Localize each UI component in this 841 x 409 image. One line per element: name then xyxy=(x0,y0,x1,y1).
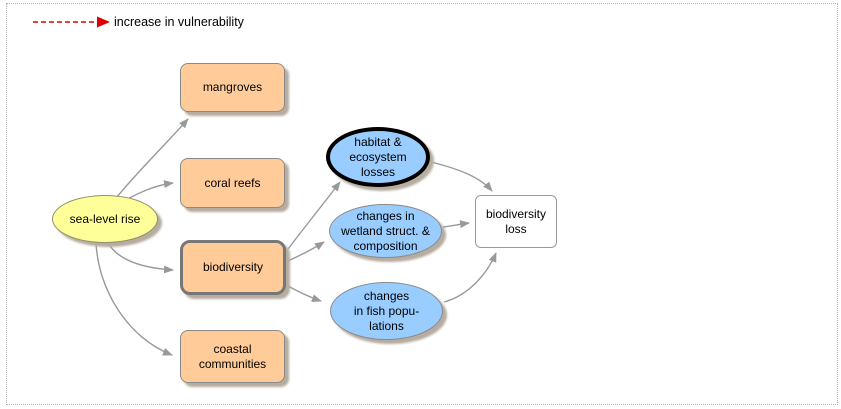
edge-changes-fish-to-biodiversity-loss xyxy=(443,252,497,303)
edge-sea-level-rise-to-coastal-communities xyxy=(95,241,173,356)
edge-changes-wetland-to-biodiversity-loss xyxy=(442,220,470,229)
node-changes-wetland: changes in wetland struct. & composition xyxy=(329,204,442,258)
dotted-frame xyxy=(6,3,838,405)
node-changes-fish: changes in fish popu- lations xyxy=(330,282,443,340)
node-coastal-communities: coastal communities xyxy=(180,330,285,383)
node-habitat-ecosystem-losses: habitat & ecosystem losses xyxy=(326,127,430,187)
edge-biodiversity-to-changes-fish xyxy=(287,285,322,302)
legend-label: increase in vulnerability xyxy=(114,15,244,29)
edge-sea-level-rise-to-mangroves xyxy=(116,118,189,198)
edge-sea-level-rise-to-biodiversity xyxy=(107,242,174,274)
legend-arrowhead-icon xyxy=(97,16,110,28)
edge-biodiversity-to-habitat-ecosystem-losses xyxy=(287,181,341,250)
edge-biodiversity-to-changes-wetland xyxy=(287,241,325,262)
edge-habitat-ecosystem-losses-to-biodiversity-loss xyxy=(430,161,493,192)
node-coral-reefs: coral reefs xyxy=(180,158,285,208)
node-mangroves: mangroves xyxy=(180,63,285,112)
node-biodiversity: biodiversity xyxy=(180,240,286,295)
node-biodiversity-loss: biodiversity loss xyxy=(475,195,557,248)
node-sea-level-rise: sea-level rise xyxy=(52,195,158,243)
